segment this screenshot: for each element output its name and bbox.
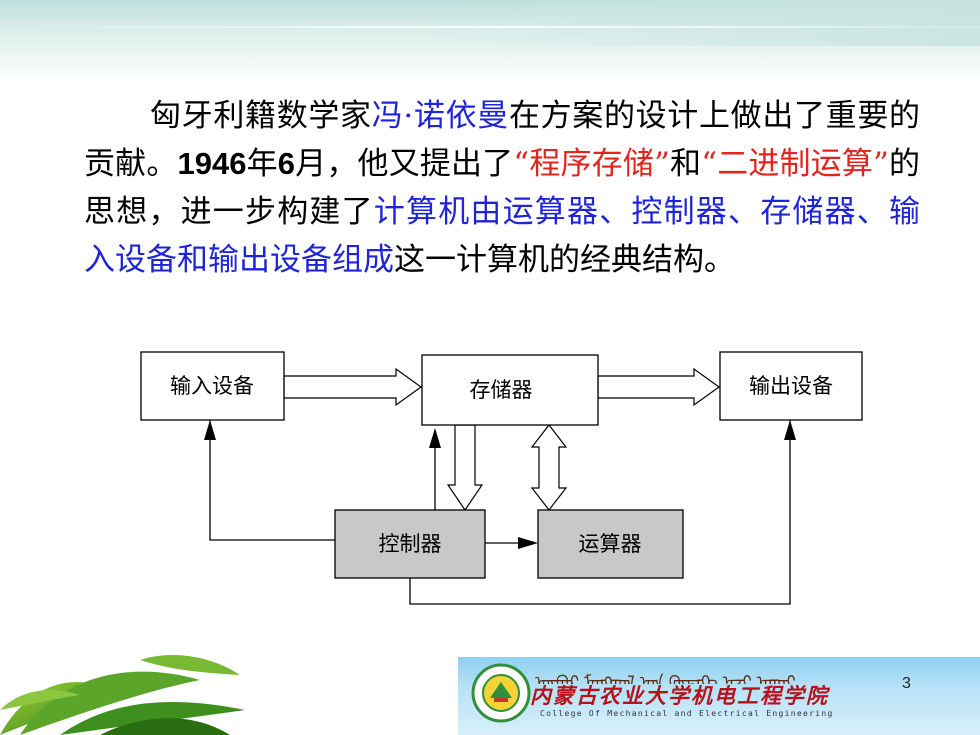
- text-month: 6: [277, 146, 296, 181]
- college-banner: [458, 657, 980, 735]
- box-alu: [537, 509, 684, 579]
- text-stored-program: “程序存储”: [513, 146, 670, 182]
- hollow-arrow-memory-output: [597, 367, 721, 407]
- hollow-arrow-memory-down: [446, 424, 484, 512]
- label-output-device: 输出设备: [749, 374, 833, 398]
- text-von-neumann: 冯·诺依曼: [371, 98, 509, 134]
- line-controller-to-output: [409, 420, 791, 605]
- label-controller: 控制器: [379, 532, 442, 556]
- text-binary-arith: “二进制运算”: [701, 146, 889, 182]
- arrowhead-input: [204, 420, 216, 440]
- college-name-chinese: 内蒙古农业大学机电工程学院: [530, 683, 829, 708]
- text-year: 1946: [177, 146, 247, 181]
- header-band-highlight: [420, 0, 980, 46]
- hollow-arrow-input-memory: [283, 367, 423, 407]
- college-logo-icon: [471, 663, 531, 723]
- box-memory: [421, 354, 599, 426]
- hollow-arrow-memory-alu: [530, 424, 568, 511]
- text-components: 计算机由运算器、控制器、存储器、输入设备和输出设备组成: [84, 194, 921, 278]
- page-number: 3: [902, 675, 911, 692]
- label-input-device: 输入设备: [170, 374, 254, 398]
- text-segment: 月，他又提出了: [295, 146, 514, 182]
- label-alu: 运算器: [579, 532, 642, 556]
- arrowhead-alu: [518, 537, 538, 549]
- line-controller-to-input: [209, 420, 335, 541]
- box-controller: [334, 509, 486, 579]
- text-segment: 年: [246, 146, 278, 182]
- text-segment: 在方案的设计上做出了重要的贡献。: [84, 98, 921, 182]
- header-band-line: [0, 26, 980, 28]
- text-segment: 匈牙利籍数学家: [150, 98, 372, 134]
- label-memory: 存储器: [470, 378, 533, 402]
- arrowhead-memory: [429, 428, 441, 448]
- text-segment: 这一计算机的经典结构。: [394, 242, 735, 278]
- leaf-decoration: [0, 655, 245, 735]
- text-segment: 的思想，进一步构建了: [84, 146, 921, 230]
- arrowhead-output: [784, 420, 796, 440]
- body-paragraph: 匈牙利籍数学家冯·诺依曼在方案的设计上做出了重要的贡献。1946年6月，他又提出…: [84, 92, 920, 284]
- college-name-mongolian: ᠥᠪᠥᠷ ᠮᠣᠩᠭᠣᠯ ᠤᠨ ᠬᠥᠳᠡᠭᠡ ᠠᠵᠢ ᠠᠬᠤᠢ: [535, 672, 796, 684]
- text-segment: 和: [669, 146, 702, 182]
- college-name-english: College Of Mechanical and Electrical Eng…: [540, 709, 834, 718]
- box-output-device: [719, 351, 863, 421]
- box-input-device: [140, 351, 285, 421]
